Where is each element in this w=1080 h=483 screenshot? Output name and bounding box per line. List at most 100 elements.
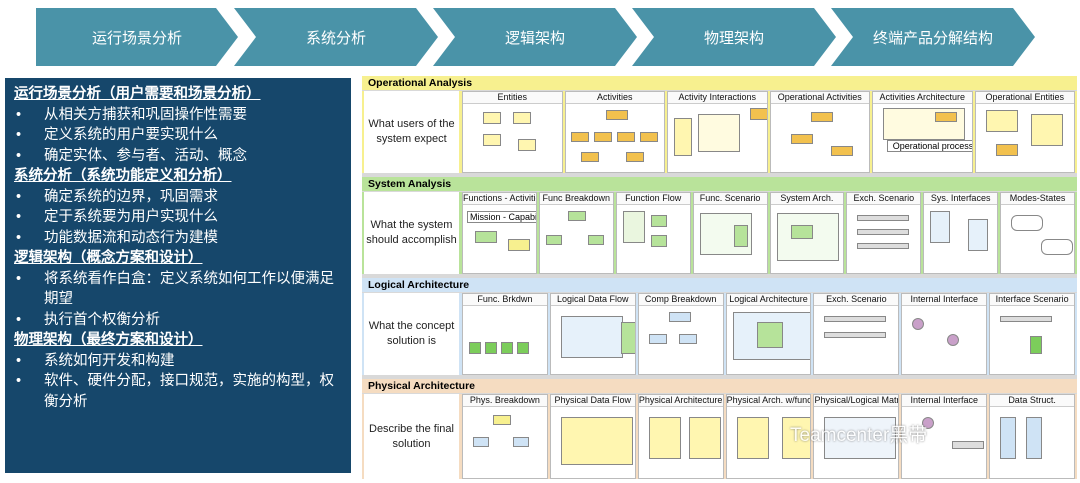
thumbnail-label: Activities Architecture: [873, 92, 972, 104]
section-system: 系统分析（系统功能定义和分析） 确定系统的边界，巩固需求 定于系统要为用户实现什…: [14, 166, 343, 248]
thumbnail-row: Functions - Activities Mission - Capabil…: [462, 192, 1077, 274]
thumbnail-diagram[interactable]: Activities Architecture Operational proc…: [872, 91, 973, 173]
chevron-label: 物理架构: [703, 29, 764, 47]
thumbnail-label: Exch. Scenario: [847, 193, 921, 205]
chevron-label: 终端产品分解结构: [872, 29, 993, 47]
thumbnail-diagram[interactable]: Operational Activities: [769, 91, 870, 173]
thumbnail-diagram[interactable]: Phys. Breakdown: [462, 394, 548, 479]
thumbnail-row: Entities Activities Activity Interaction…: [462, 91, 1077, 173]
thumbnail-label: Func Breakdown: [539, 193, 613, 205]
section-title: 运行场景分析（用户需要和场景分析）: [14, 86, 261, 102]
thumbnail-label: Physical Data Flow: [550, 395, 635, 407]
thumbnail-label: Internal Interface: [902, 395, 987, 407]
bullet: 功能数据流和动态行为建模: [14, 228, 343, 249]
section-logical: 逻辑架构（概念方案和设计） 将系统看作白盒：定义系统如何工作以便满足期望 执行首…: [14, 248, 343, 330]
band-operational-analysis: Operational Analysis What users of the s…: [362, 76, 1077, 173]
thumbnail-diagram[interactable]: Activity Interactions: [667, 91, 768, 173]
thumbnail-label: Exch. Scenario: [814, 294, 899, 306]
thumbnail-diagram[interactable]: Activities: [564, 91, 665, 173]
chevron-label: 运行场景分析: [91, 29, 182, 47]
band-physical-architecture: Physical Architecture Describe the final…: [362, 379, 1077, 479]
thumbnail-row: Func. Brkdwn Logical Data Flow Comp Brea…: [462, 293, 1077, 375]
thumbnail-diagram[interactable]: Internal Interface: [901, 293, 988, 375]
thumbnail-diagram[interactable]: Physical/Logical Matrix: [813, 394, 900, 479]
thumbnail-label: Function Flow: [616, 193, 690, 205]
thumbnail-label: Activities: [565, 92, 664, 104]
thumbnail-diagram[interactable]: Interface Scenario: [989, 293, 1076, 375]
thumbnail-diagram[interactable]: Functions - Activities Mission - Capabil…: [462, 192, 537, 274]
bullet: 软件、硬件分配，接口规范，实施的构型，权衡分析: [14, 371, 343, 412]
thumbnail-label: Logical Data Flow: [550, 294, 635, 306]
methodology-overview: Operational Analysis What users of the s…: [362, 76, 1077, 479]
bullet: 确定实体、参与者、活动、概念: [14, 146, 343, 167]
thumbnail-label: System Arch.: [770, 193, 844, 205]
bullet: 系统如何开发和构建: [14, 351, 343, 372]
thumbnail-label: Operational Entities: [975, 92, 1074, 104]
band-question: What the concept solution is: [364, 293, 459, 375]
thumbnail-diagram[interactable]: Function Flow: [615, 192, 691, 274]
thumbnail-label: Modes-States: [1001, 193, 1074, 205]
thumbnail-diagram[interactable]: Func Breakdown: [538, 192, 614, 274]
chevron-product-breakdown: 终端产品分解结构: [831, 8, 1035, 66]
thumbnail-diagram[interactable]: Internal Interface: [901, 394, 988, 479]
thumbnail-label: Logical Architecture: [726, 294, 811, 306]
thumbnail-label: Func. Scenario: [693, 193, 767, 205]
band-question: What the system should accomplish: [364, 192, 459, 274]
band-title: Physical Architecture: [362, 379, 1077, 393]
bullet: 定于系统要为用户实现什么: [14, 207, 343, 228]
section-title: 逻辑架构（概念方案和设计）: [14, 250, 203, 266]
section-title: 物理架构（最终方案和设计）: [14, 332, 203, 348]
thumbnail-row: Phys. Breakdown Physical Data Flow Physi…: [462, 394, 1077, 479]
thumbnail-diagram[interactable]: Comp Breakdown: [637, 293, 724, 375]
thumbnail-diagram[interactable]: Operational Entities: [974, 91, 1075, 173]
thumbnail-diagram[interactable]: Physical Data Flow: [549, 394, 636, 479]
bullet: 确定系统的边界，巩固需求: [14, 187, 343, 208]
process-chevrons: 运行场景分析 系统分析 逻辑架构 物理架构 终端产品分解结构: [0, 8, 1080, 66]
band-system-analysis: System Analysis What the system should a…: [362, 177, 1077, 274]
thumbnail-label: Data Struct.: [990, 395, 1075, 407]
bullet: 从相关方捕获和巩固操作性需要: [14, 105, 343, 126]
thumbnail-label: Physical Arch. w/functions: [726, 395, 812, 407]
thumbnail-diagram[interactable]: Exch. Scenario: [846, 192, 922, 274]
band-title: Operational Analysis: [362, 76, 1077, 90]
thumbnail-diagram[interactable]: Entities: [462, 91, 563, 173]
thumbnail-label: Physical Architecture: [638, 395, 723, 407]
thumbnail-diagram[interactable]: Func. Scenario: [692, 192, 768, 274]
process-label: Operational process: [887, 140, 972, 152]
thumbnail-label: Phys. Breakdown: [463, 395, 547, 407]
thumbnail-diagram[interactable]: Modes-States: [1000, 192, 1075, 274]
watermark: Teamcenter黑带: [790, 425, 928, 446]
bullet: 将系统看作白盒：定义系统如何工作以便满足期望: [14, 269, 343, 310]
thumbnail-label: Entities: [463, 92, 562, 104]
thumbnail-diagram[interactable]: Data Struct.: [989, 394, 1076, 479]
mission-label: Mission - Capabilities: [467, 211, 536, 223]
section-title: 系统分析（系统功能定义和分析）: [14, 168, 232, 184]
band-logical-architecture: Logical Architecture What the concept so…: [362, 278, 1077, 375]
thumbnail-diagram[interactable]: Exch. Scenario: [813, 293, 900, 375]
thumbnail-label: Func. Brkdwn: [463, 294, 547, 306]
thumbnail-diagram[interactable]: System Arch.: [769, 192, 845, 274]
thumbnail-label: Functions - Activities: [463, 193, 537, 205]
thumbnail-label: Operational Activities: [770, 92, 869, 104]
chevron-label: 逻辑架构: [504, 29, 565, 47]
thumbnail-label: Physical/Logical Matrix: [814, 395, 900, 407]
description-panel: 运行场景分析（用户需要和场景分析） 从相关方捕获和巩固操作性需要 定义系统的用户…: [5, 78, 351, 473]
thumbnail-diagram[interactable]: Logical Architecture: [725, 293, 812, 375]
thumbnail-diagram[interactable]: Physical Arch. w/functions: [725, 394, 812, 479]
band-question: Describe the final solution: [364, 394, 459, 479]
thumbnail-diagram[interactable]: Physical Architecture: [637, 394, 724, 479]
thumbnail-diagram[interactable]: Logical Data Flow: [549, 293, 636, 375]
section-physical: 物理架构（最终方案和设计） 系统如何开发和构建 软件、硬件分配，接口规范，实施的…: [14, 330, 343, 412]
thumbnail-diagram[interactable]: Func. Brkdwn: [462, 293, 548, 375]
chevron-system-analysis: 系统分析: [234, 8, 438, 66]
bullet: 定义系统的用户要实现什么: [14, 125, 343, 146]
thumbnail-label: Interface Scenario: [990, 294, 1075, 306]
thumbnail-diagram[interactable]: Sys. Interfaces: [923, 192, 999, 274]
band-title: System Analysis: [362, 177, 1077, 191]
thumbnail-label: Activity Interactions: [668, 92, 767, 104]
band-title: Logical Architecture: [362, 278, 1077, 292]
chevron-label: 系统分析: [305, 29, 366, 47]
chevron-logical-architecture: 逻辑架构: [433, 8, 637, 66]
chevron-physical-architecture: 物理架构: [632, 8, 836, 66]
bullet: 执行首个权衡分析: [14, 310, 343, 331]
